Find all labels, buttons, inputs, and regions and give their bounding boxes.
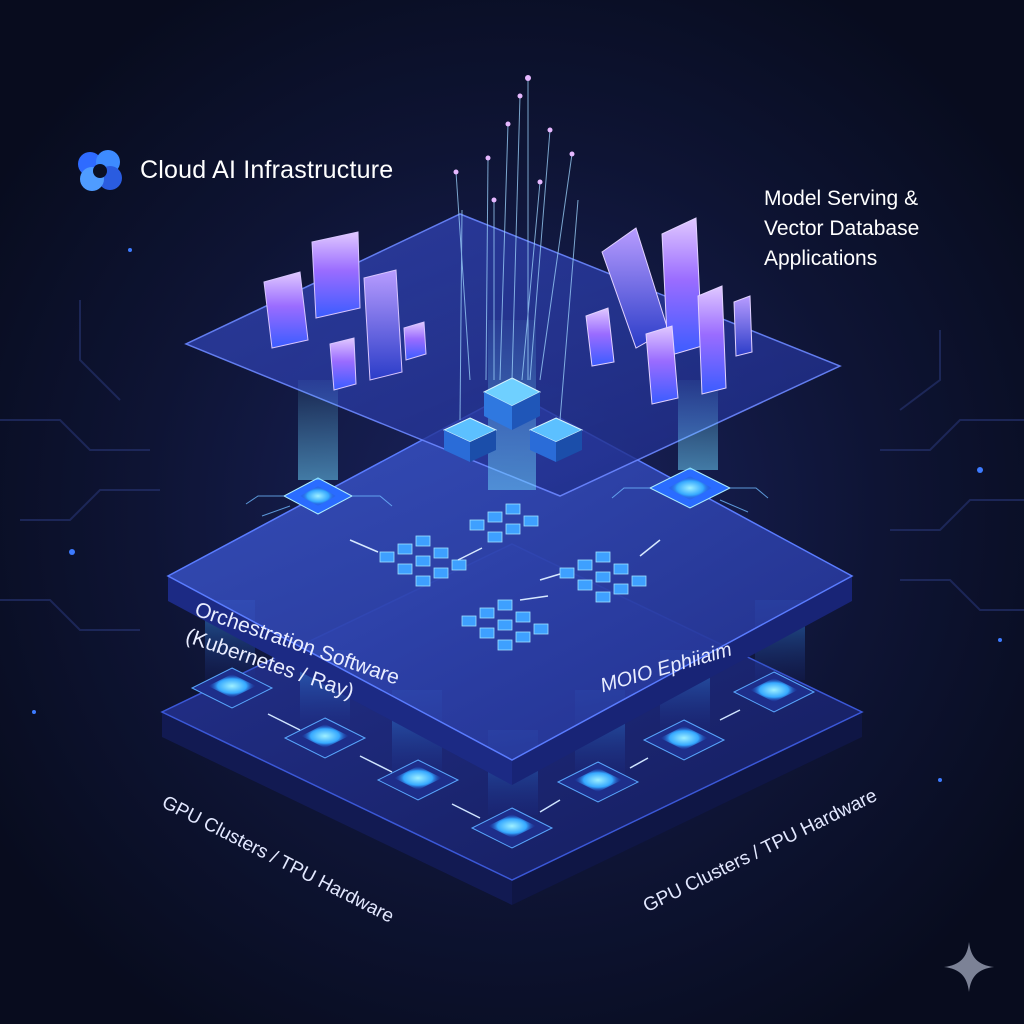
data-lines bbox=[455, 78, 579, 421]
gpu-chip bbox=[556, 761, 640, 803]
node-cluster bbox=[559, 551, 647, 603]
gpu-chips bbox=[190, 667, 816, 849]
hardware-panel-side-right bbox=[512, 712, 862, 905]
gpu-chip bbox=[732, 671, 816, 713]
data-line-dots bbox=[453, 75, 575, 203]
application-label-line: Vector Database bbox=[764, 217, 920, 240]
background-circuit-traces bbox=[0, 300, 1024, 631]
sparkle-icon bbox=[944, 942, 994, 992]
node-cluster bbox=[469, 503, 539, 543]
orchestration-panel-side bbox=[168, 576, 512, 785]
node-cluster bbox=[379, 535, 467, 587]
crystals-right bbox=[585, 217, 753, 405]
circuit-chip-right bbox=[648, 467, 732, 509]
crystals-left bbox=[263, 231, 427, 391]
central-compute-cubes bbox=[442, 377, 584, 462]
circuit-chip-left bbox=[282, 477, 354, 515]
application-layer-label: Model Serving & Vector Database Applicat… bbox=[764, 184, 919, 274]
gpu-chip bbox=[190, 667, 274, 709]
brand-title: Cloud AI Infrastructure bbox=[140, 155, 394, 184]
hardware-panel-side bbox=[162, 712, 512, 905]
gpu-chip bbox=[642, 719, 726, 761]
orchestration-panel-side-right bbox=[512, 576, 852, 785]
gpu-chip bbox=[470, 807, 554, 849]
orchestration-arrows bbox=[349, 539, 661, 601]
background-dots bbox=[32, 248, 1002, 782]
cloud-flower-logo-icon bbox=[78, 150, 122, 191]
hardware-arrows bbox=[267, 709, 741, 819]
application-label-line: Applications bbox=[764, 247, 878, 270]
gpu-chip bbox=[376, 759, 460, 801]
brand-header: Cloud AI Infrastructure bbox=[74, 146, 393, 194]
application-label-line: Model Serving & bbox=[764, 187, 919, 210]
orchestration-layer bbox=[166, 391, 854, 785]
node-cluster bbox=[461, 599, 549, 651]
circuit-traces bbox=[245, 487, 769, 517]
gpu-chip bbox=[283, 717, 367, 759]
application-layer bbox=[184, 75, 842, 497]
